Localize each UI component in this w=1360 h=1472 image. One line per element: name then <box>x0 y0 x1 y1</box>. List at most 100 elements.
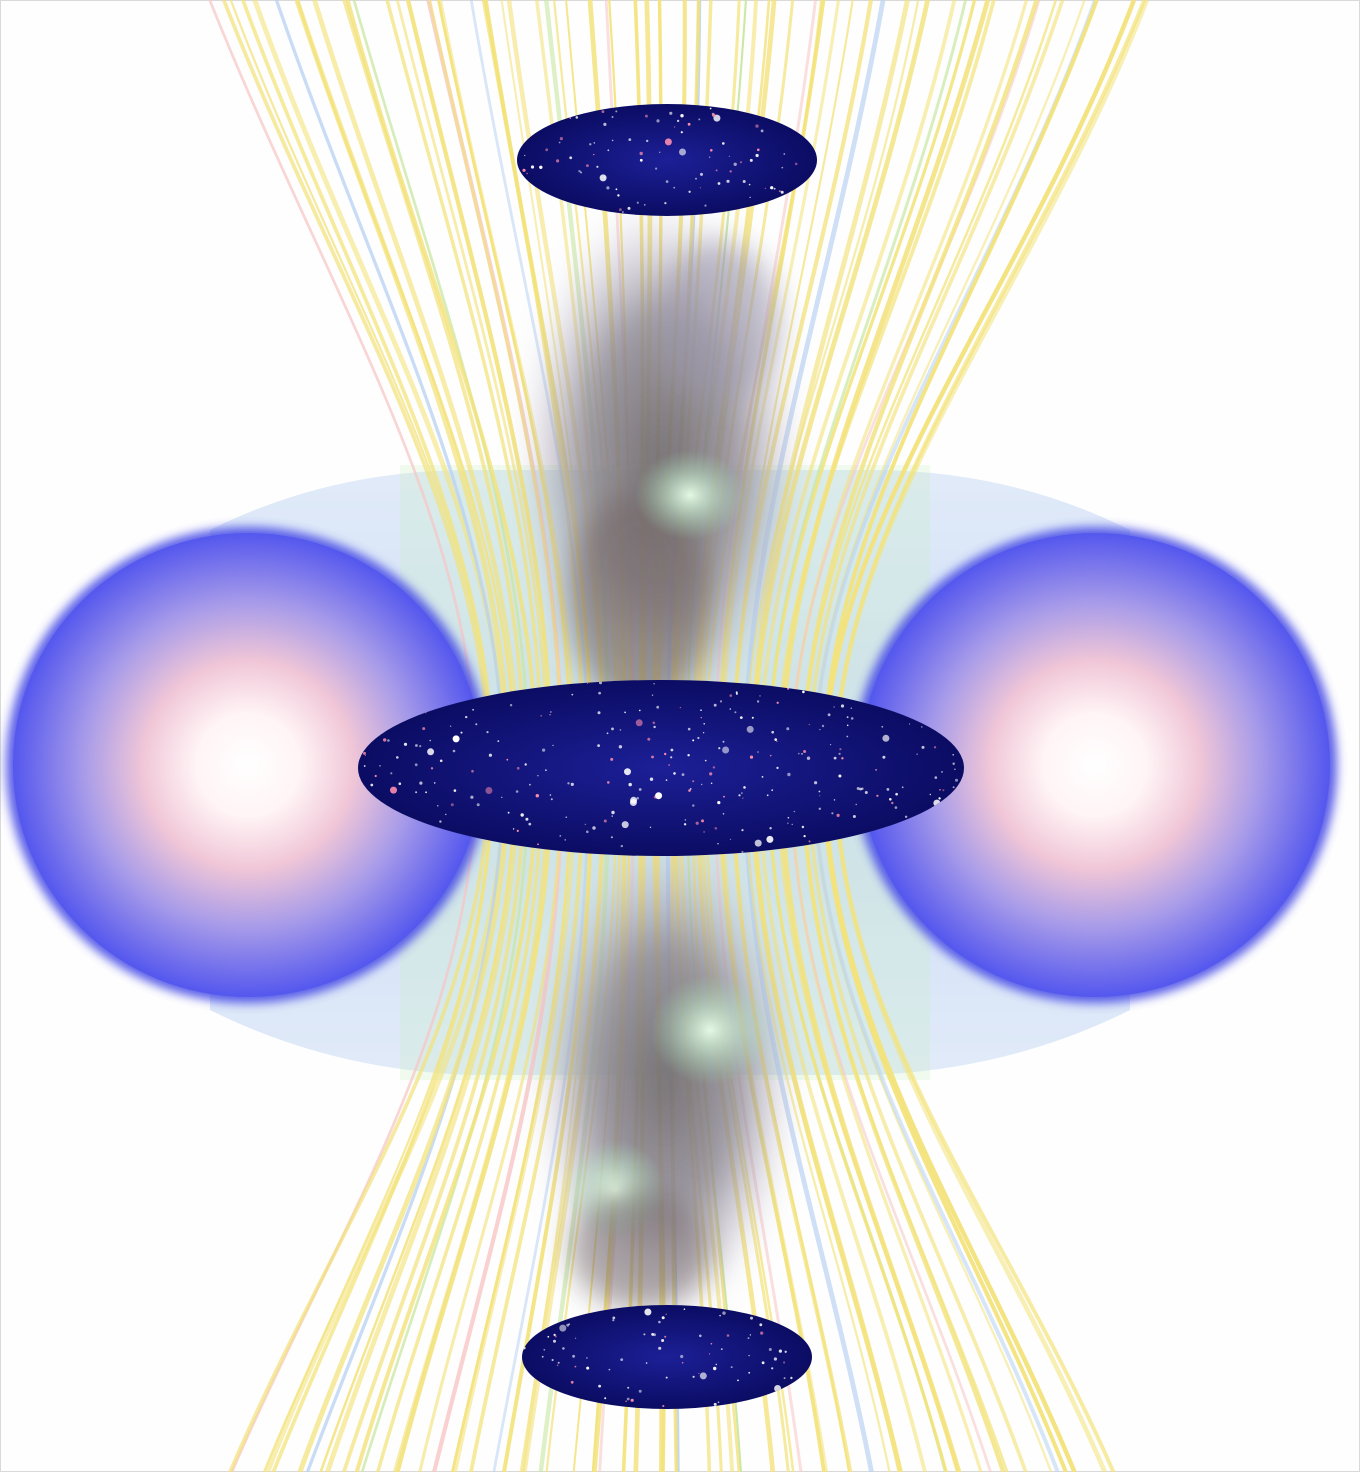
star <box>847 716 849 718</box>
star <box>664 753 666 755</box>
star <box>876 795 878 797</box>
star <box>681 131 683 133</box>
star <box>431 767 433 769</box>
star <box>701 784 702 785</box>
star <box>865 791 868 794</box>
star <box>604 177 605 178</box>
star <box>565 839 566 840</box>
star <box>607 732 609 734</box>
star <box>802 691 805 694</box>
star <box>647 738 650 741</box>
star <box>781 167 783 169</box>
star <box>774 188 776 190</box>
star <box>655 792 662 799</box>
star <box>658 1347 661 1350</box>
star <box>552 745 553 746</box>
star <box>743 786 746 789</box>
star <box>604 820 607 823</box>
star <box>688 123 691 126</box>
star <box>528 823 531 826</box>
star <box>692 804 694 806</box>
star <box>525 818 528 821</box>
star <box>748 1372 750 1374</box>
star <box>609 1369 611 1371</box>
star <box>710 108 712 110</box>
star <box>794 811 796 813</box>
star <box>851 717 854 720</box>
star <box>698 1373 699 1374</box>
star <box>798 753 800 755</box>
star <box>612 116 614 118</box>
star <box>571 694 573 696</box>
star <box>781 191 784 194</box>
star <box>720 700 722 702</box>
star <box>734 163 737 166</box>
star <box>750 1317 753 1320</box>
star <box>679 149 686 156</box>
star <box>445 814 446 815</box>
star <box>415 791 417 793</box>
star <box>718 1401 720 1403</box>
star <box>703 732 704 733</box>
star <box>643 1333 645 1335</box>
star <box>666 779 668 781</box>
star <box>905 816 907 818</box>
star <box>705 760 707 762</box>
star <box>669 112 672 115</box>
star <box>709 1353 710 1354</box>
star <box>783 1361 785 1363</box>
star <box>846 736 848 738</box>
star <box>921 726 923 728</box>
star <box>680 707 681 708</box>
star <box>559 142 561 144</box>
star <box>522 169 525 172</box>
star <box>545 148 548 151</box>
star <box>646 1362 648 1364</box>
star <box>475 723 477 725</box>
star <box>777 702 779 704</box>
star <box>750 197 751 198</box>
star <box>664 1336 666 1338</box>
star <box>819 795 820 796</box>
star <box>497 740 499 742</box>
star <box>787 823 788 824</box>
star <box>680 1355 683 1358</box>
star <box>682 773 685 776</box>
star <box>740 716 743 719</box>
star <box>762 776 764 778</box>
star <box>624 768 631 775</box>
star <box>539 166 542 169</box>
star <box>506 759 508 761</box>
star <box>762 1361 765 1364</box>
star <box>891 802 893 804</box>
star <box>611 811 614 814</box>
star <box>830 744 831 745</box>
star <box>723 796 725 798</box>
star <box>598 692 601 695</box>
star <box>814 781 817 784</box>
star <box>740 161 742 163</box>
star <box>738 794 740 796</box>
star <box>701 717 702 718</box>
star <box>659 152 660 153</box>
star <box>698 118 700 120</box>
star <box>525 763 527 765</box>
star <box>596 166 598 168</box>
star <box>930 794 931 795</box>
star <box>730 694 733 697</box>
star <box>786 727 789 730</box>
star <box>665 138 672 145</box>
star <box>542 749 545 752</box>
star <box>604 1397 606 1399</box>
star <box>804 835 806 837</box>
star <box>715 827 718 830</box>
star <box>419 782 422 785</box>
star <box>757 149 760 152</box>
star <box>453 735 460 742</box>
star <box>783 153 785 155</box>
star <box>653 722 656 725</box>
star <box>677 120 679 122</box>
star <box>489 754 492 757</box>
star <box>742 798 743 799</box>
star <box>390 772 392 774</box>
